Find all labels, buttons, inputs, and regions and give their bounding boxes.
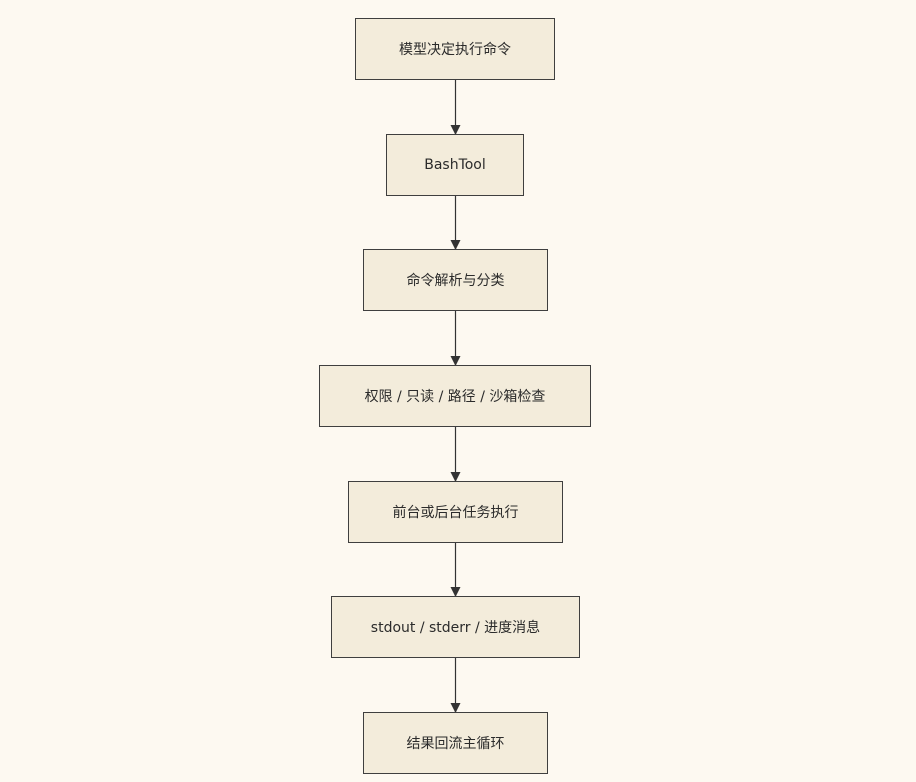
node-label: stdout / stderr / 进度消息 — [370, 620, 541, 636]
node-command-parse-classify: 命令解析与分类 — [363, 249, 548, 311]
node-result-back-to-loop: 结果回流主循环 — [363, 712, 548, 774]
node-bashtool: BashTool — [386, 134, 524, 196]
node-permission-checks: 权限 / 只读 / 路径 / 沙箱检查 — [319, 365, 591, 427]
node-label: BashTool — [424, 157, 486, 173]
node-label: 权限 / 只读 / 路径 / 沙箱检查 — [364, 389, 546, 405]
node-label: 模型决定执行命令 — [399, 42, 511, 58]
node-model-decides-command: 模型决定执行命令 — [355, 18, 555, 80]
node-label: 结果回流主循环 — [406, 736, 505, 752]
node-task-execution: 前台或后台任务执行 — [348, 481, 563, 543]
node-label: 命令解析与分类 — [406, 273, 505, 289]
node-output-streams: stdout / stderr / 进度消息 — [331, 596, 580, 658]
node-label: 前台或后台任务执行 — [392, 505, 519, 521]
